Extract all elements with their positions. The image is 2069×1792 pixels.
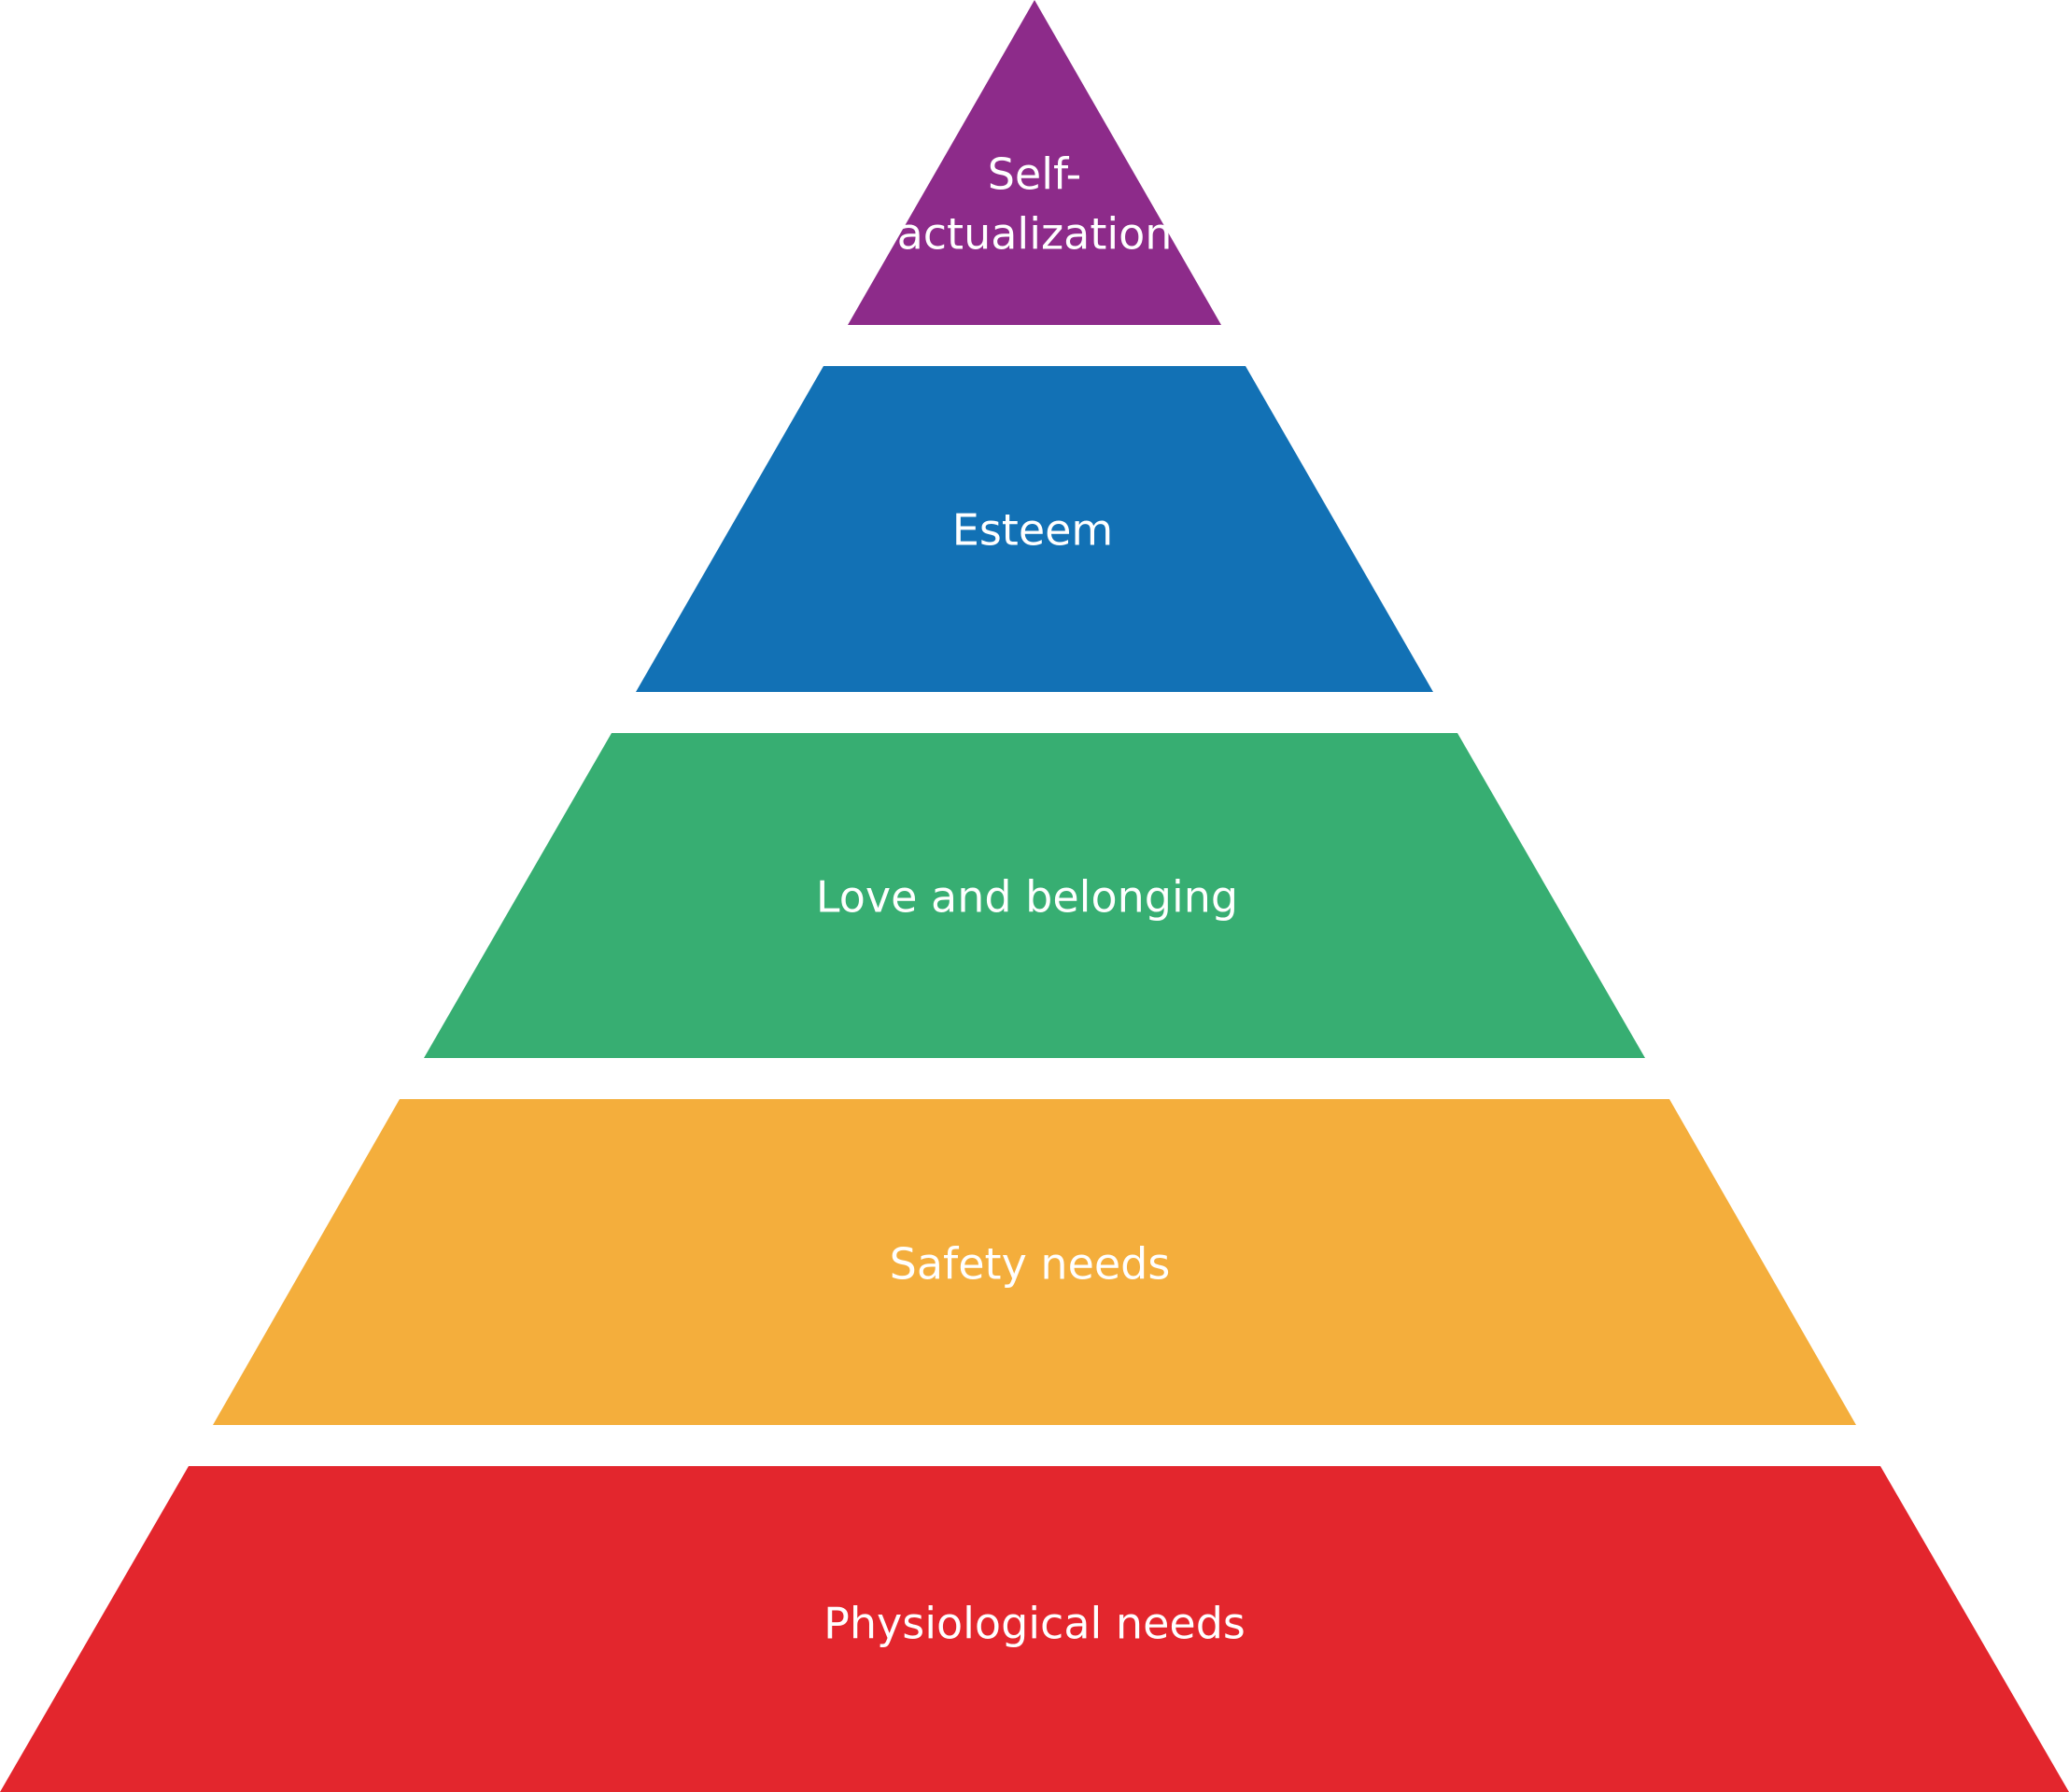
- level-label: Esteem: [952, 505, 1113, 556]
- level-label: Love and belonging: [816, 872, 1238, 923]
- level-safety-needs: Safety needs: [213, 1099, 1856, 1425]
- level-love-and-belonging: Love and belonging: [424, 733, 1645, 1058]
- level-label-line: Self-: [988, 149, 1082, 200]
- level-shape: [848, 0, 1221, 325]
- level-shape: [0, 1466, 2069, 1792]
- level-esteem: Esteem: [636, 366, 1433, 692]
- level-label-line: actualization: [897, 209, 1173, 260]
- level-shape: [213, 1099, 1856, 1425]
- level-physiological-needs: Physiological needs: [0, 1466, 2069, 1792]
- level-label: Physiological needs: [823, 1599, 1246, 1649]
- level-self-actualization: Self- actualization: [848, 0, 1221, 325]
- level-shape: [424, 733, 1645, 1058]
- level-shape: [636, 366, 1433, 692]
- level-label: Safety needs: [890, 1239, 1171, 1290]
